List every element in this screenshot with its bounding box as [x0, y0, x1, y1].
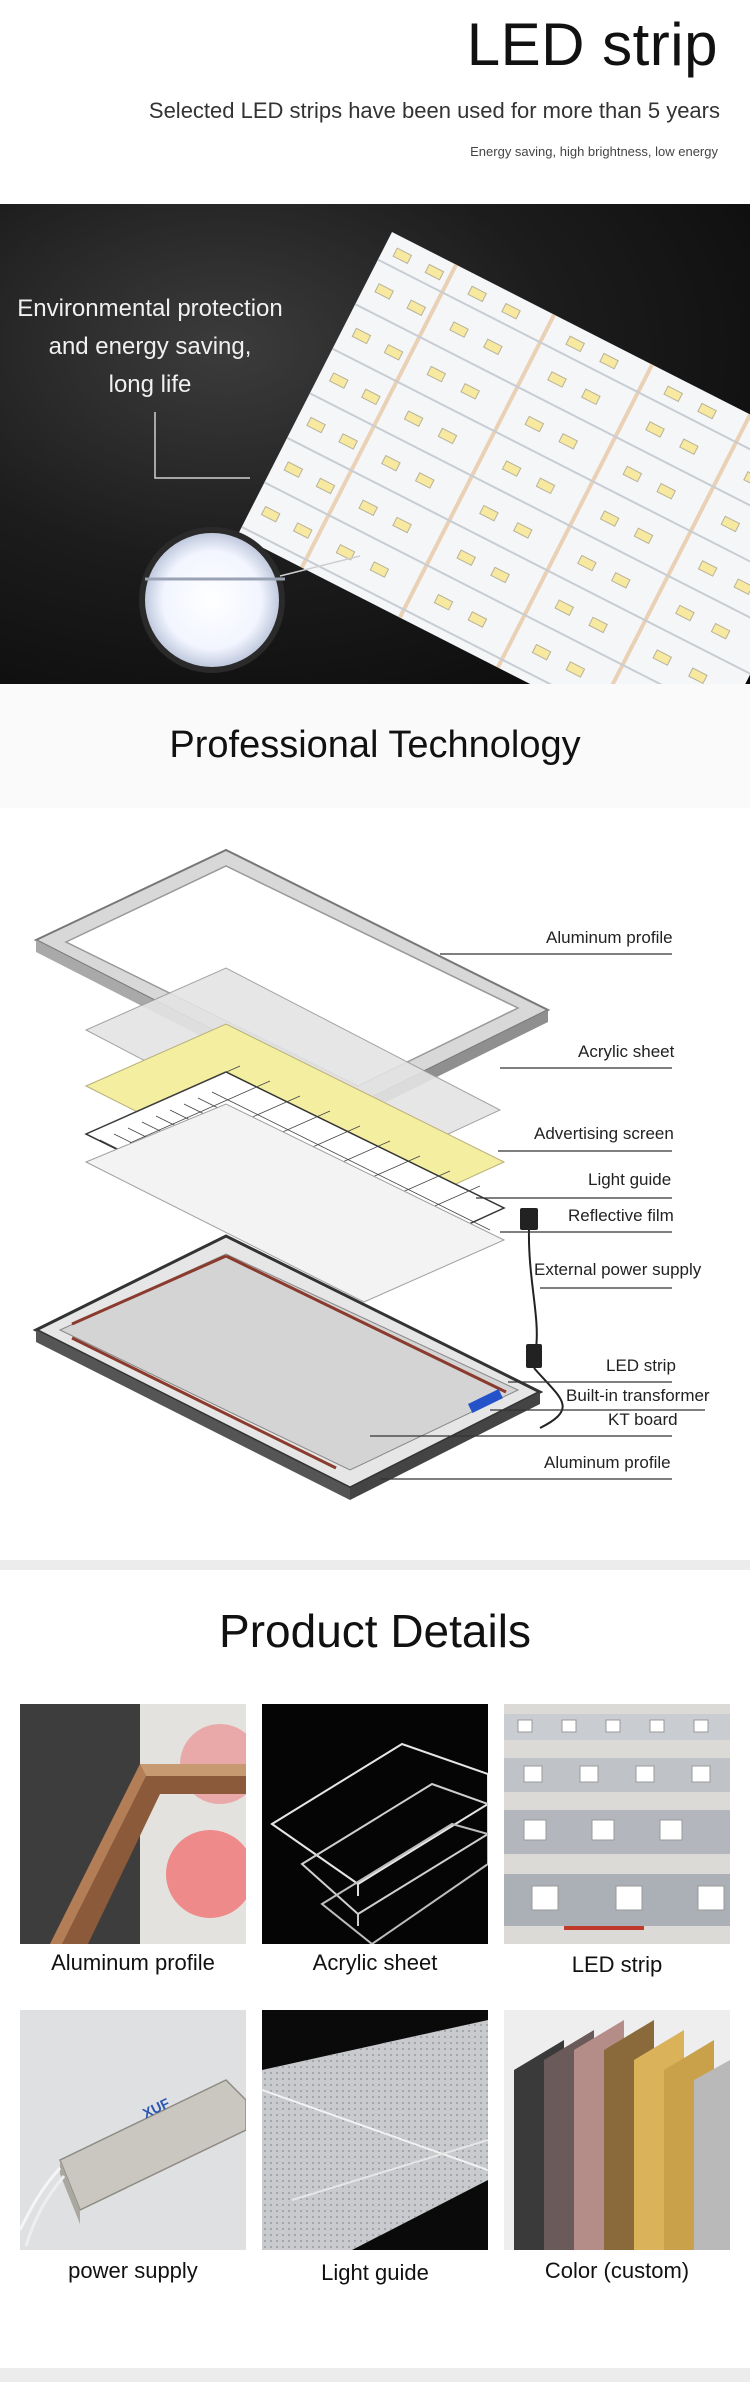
- acrylic-sheet-photo: [262, 1704, 488, 1944]
- label-led-strip: LED strip: [606, 1356, 676, 1375]
- label-advertising-screen: Advertising screen: [534, 1124, 674, 1143]
- led-strip-photo: [504, 1704, 730, 1944]
- bottom-divider: [0, 2368, 750, 2382]
- page-subtitle: Selected LED strips have been used for m…: [148, 98, 720, 123]
- detail-label: Acrylic sheet: [312, 1950, 438, 1975]
- product-details-section: Product Details Aluminum profile Acrylic…: [0, 1570, 750, 2382]
- label-built-in-transformer: Built-in transformer: [566, 1386, 710, 1405]
- glow-magnifier: [139, 527, 285, 673]
- hero-caption-line: and energy saving,: [48, 333, 252, 360]
- color-custom-photo: [504, 2010, 730, 2250]
- label-kt-board: KT board: [608, 1410, 678, 1429]
- product-details-heading: Product Details: [219, 1605, 531, 1657]
- hero-banner: Environmental protection and energy savi…: [0, 204, 750, 684]
- label-external-power-supply: External power supply: [534, 1260, 702, 1279]
- label-acrylic-sheet: Acrylic sheet: [578, 1042, 675, 1061]
- hero-caption: Environmental protection and energy savi…: [0, 290, 300, 404]
- detail-label: Color (custom): [544, 2258, 690, 2283]
- hero-caption-line: Environmental protection: [17, 295, 283, 322]
- detail-label: LED strip: [571, 1952, 663, 1977]
- detail-label: Light guide: [321, 2260, 429, 2285]
- exploded-diagram: Aluminum profile Acrylic sheet Advertisi…: [0, 808, 750, 1550]
- light-guide-photo: [262, 2010, 488, 2250]
- section-divider: [0, 1560, 750, 1570]
- led-panel-illustration: [139, 232, 750, 684]
- label-reflective-film: Reflective film: [568, 1206, 674, 1225]
- label-aluminum-profile-bottom: Aluminum profile: [544, 1453, 671, 1472]
- detail-label: Aluminum profile: [51, 1950, 215, 1975]
- label-light-guide: Light guide: [588, 1170, 672, 1189]
- header: LED strip Selected LED strips have been …: [0, 0, 750, 204]
- detail-label: power supply: [68, 2258, 198, 2283]
- technology-section: Professional Technology: [0, 684, 750, 808]
- page-title: LED strip: [466, 11, 718, 78]
- technology-heading: Professional Technology: [169, 724, 581, 766]
- page-tagline: Energy saving, high brightness, low ener…: [470, 144, 718, 159]
- power-cable: [520, 1208, 564, 1429]
- layer-diagram: [32, 848, 705, 1500]
- aluminum-profile-photo: [20, 1704, 246, 1944]
- hero-caption-line: long life: [108, 371, 192, 398]
- transformer-block: [468, 1389, 503, 1413]
- aluminum-frame-bottom: [32, 1234, 544, 1500]
- label-aluminum-profile-top: Aluminum profile: [546, 928, 673, 947]
- led-board: [237, 232, 750, 684]
- reflective-film-layer: [84, 1103, 506, 1303]
- power-supply-photo: XUF: [20, 2010, 246, 2250]
